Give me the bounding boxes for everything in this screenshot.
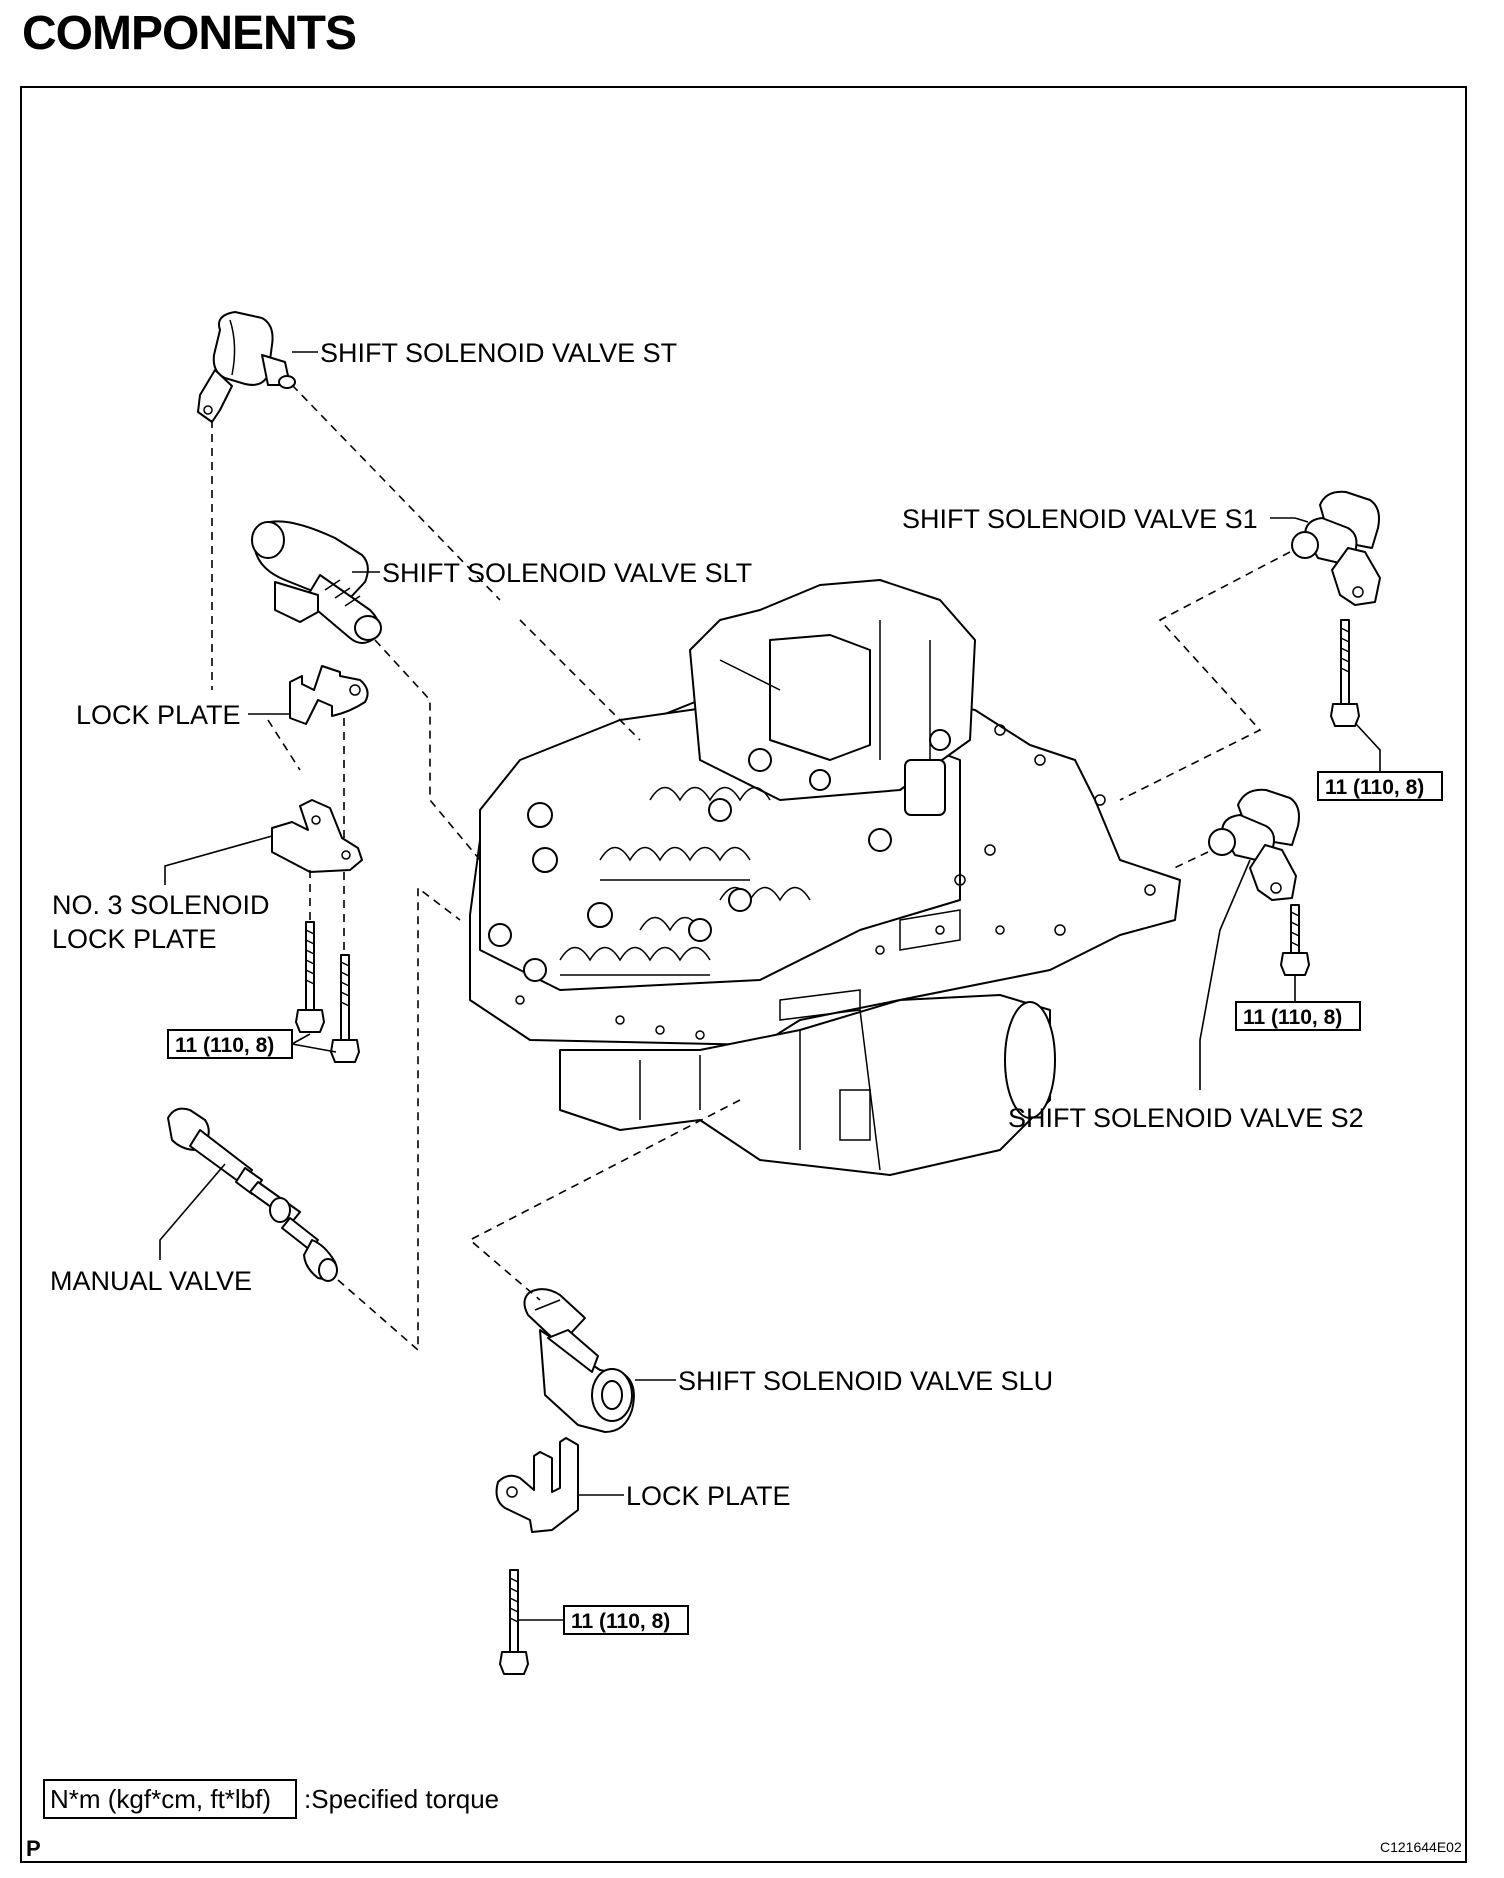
legend-torque-box (43, 1779, 297, 1819)
torque-box-s2 (1235, 1001, 1361, 1031)
shift-solenoid-valve-st (197, 311, 296, 423)
torque-box-left (167, 1029, 293, 1059)
label-no3-lock-plate-line2: LOCK PLATE (52, 924, 217, 954)
torque-s2-bolt: 11 (110, 8) (1243, 1006, 1342, 1029)
torque-s1-bolt: 11 (110, 8) (1325, 776, 1424, 799)
footer-figure-code: C121644E02 (1380, 1839, 1462, 1855)
label-shift-solenoid-slu: SHIFT SOLENOID VALVE SLU (678, 1366, 1053, 1396)
label-shift-solenoid-st: SHIFT SOLENOID VALVE ST (320, 338, 677, 368)
valve-spools (559, 786, 811, 976)
legend-description: :Specified torque (304, 1784, 499, 1814)
lower-bolt (499, 1569, 529, 1675)
valve-body-assembly (469, 579, 1181, 1176)
label-shift-solenoid-slt: SHIFT SOLENOID VALVE SLT (382, 558, 752, 588)
label-manual-valve: MANUAL VALVE (50, 1266, 252, 1296)
shift-solenoid-valve-slu (523, 1288, 635, 1433)
label-shift-solenoid-s1: SHIFT SOLENOID VALVE S1 (902, 504, 1258, 534)
label-lock-plate-lower: LOCK PLATE (626, 1481, 791, 1511)
label-no3-lock-plate-line1: NO. 3 SOLENOID (52, 890, 270, 920)
body-bolts (488, 729, 951, 982)
plate-holes (515, 724, 1156, 1040)
s1-bolt (1330, 619, 1360, 727)
torque-box-s1 (1317, 771, 1443, 801)
legend-torque-unit: N*m (kgf*cm, ft*lbf) (50, 1784, 271, 1814)
shift-solenoid-valve-s2 (1208, 788, 1300, 901)
torque-lower-bolt: 11 (110, 8) (571, 1610, 670, 1633)
footer-page-marker: P (26, 1836, 41, 1861)
page-title: COMPONENTS (22, 7, 357, 60)
left-bolts (295, 921, 360, 1063)
lock-plate-lower (495, 1437, 579, 1533)
s2-bolt (1280, 904, 1310, 976)
lock-plate-upper (289, 665, 369, 725)
diagram-frame (20, 86, 1467, 1863)
no3-solenoid-lock-plate (271, 799, 363, 873)
label-shift-solenoid-s2: SHIFT SOLENOID VALVE S2 (1008, 1103, 1364, 1133)
torque-left-bolts: 11 (110, 8) (175, 1034, 274, 1057)
manual-valve (167, 1107, 338, 1282)
label-lock-plate-upper: LOCK PLATE (76, 700, 241, 730)
torque-box-lower (563, 1605, 689, 1635)
shift-solenoid-valve-s1 (1291, 490, 1381, 606)
shift-solenoid-valve-slt (251, 520, 382, 644)
